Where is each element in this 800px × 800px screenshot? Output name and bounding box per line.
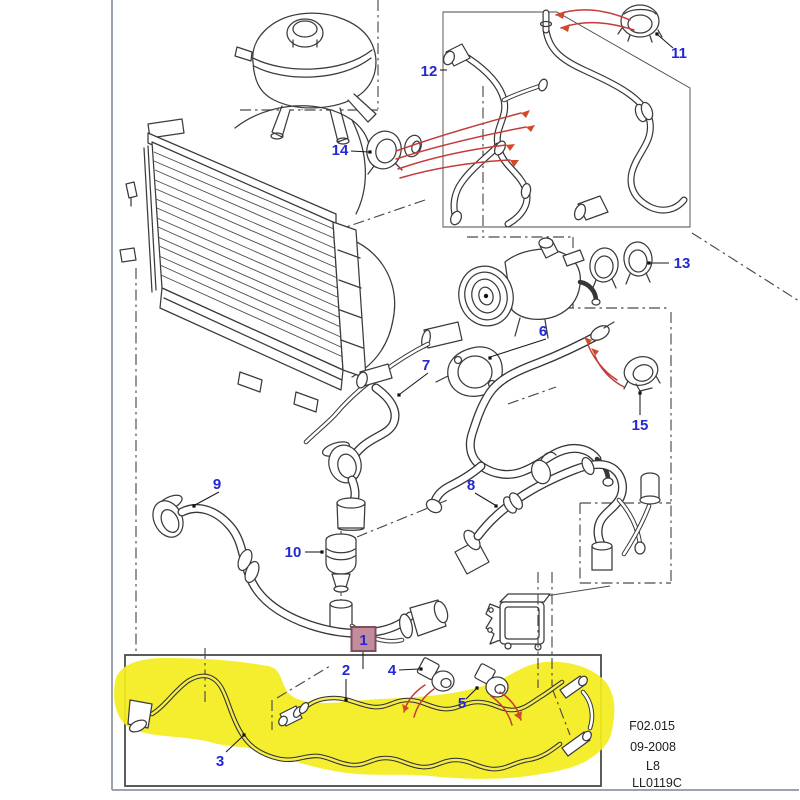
callout-13: 13: [674, 255, 691, 272]
callout-15: 15: [632, 417, 649, 434]
clamp-11: [617, 4, 663, 43]
page-border: [111, 0, 799, 791]
hose-set-12: [442, 9, 688, 228]
hose-8: [454, 451, 661, 575]
callout-14: 14: [332, 142, 349, 159]
oil-cooler: [485, 585, 611, 651]
expansion-tank: [234, 12, 377, 145]
callout-5: 5: [458, 695, 466, 712]
fit-arrows-11: [555, 9, 635, 32]
hose-set-12-box: [442, 11, 691, 228]
callout-10: 10: [285, 544, 302, 561]
reference-lines-lower: [204, 572, 571, 736]
callout-4: 4: [388, 662, 397, 679]
callout-6: 6: [539, 323, 547, 340]
callout-9: 9: [213, 476, 221, 493]
callout-11: 11: [671, 45, 687, 62]
hose-9: [152, 494, 449, 639]
drawing-code: LL0119C: [632, 776, 682, 790]
callout-12: 12: [421, 63, 438, 80]
fit-arrows-clips: [402, 684, 522, 726]
clamp-14: [366, 130, 422, 175]
fit-arrows-15: [584, 337, 625, 388]
clamp-15: [623, 356, 661, 392]
highlight-blob: [114, 658, 615, 779]
sheet-code: L8: [646, 759, 660, 773]
power-steering-pump: [458, 237, 601, 339]
radiator-assembly: [119, 105, 396, 413]
clip-4: [416, 657, 455, 692]
callout-2: 2: [342, 662, 350, 679]
footer-codes: F02.015 09-2008 L8 LL0119C: [629, 719, 682, 790]
clip-5: [474, 663, 509, 698]
date-code: 09-2008: [630, 740, 676, 754]
callout-1: 1: [359, 632, 367, 649]
pipe-3: [127, 673, 592, 772]
callout-3: 3: [216, 753, 224, 770]
callout-1-badge: [350, 626, 377, 652]
callout-leader-lines: [192, 32, 674, 753]
figure-code: F02.015: [629, 719, 675, 733]
radiator-fins: [153, 151, 344, 358]
fit-arrows-14: [395, 110, 535, 179]
clamp-pair-13: [589, 241, 653, 291]
hose-6: [425, 321, 615, 514]
callout-7: 7: [422, 357, 430, 374]
callout-8: 8: [467, 477, 475, 494]
callout-labels: 1 2 3 4 5 6 7 8 9 10 11 12 13 14 15: [213, 45, 691, 770]
hose-7: [321, 363, 400, 531]
